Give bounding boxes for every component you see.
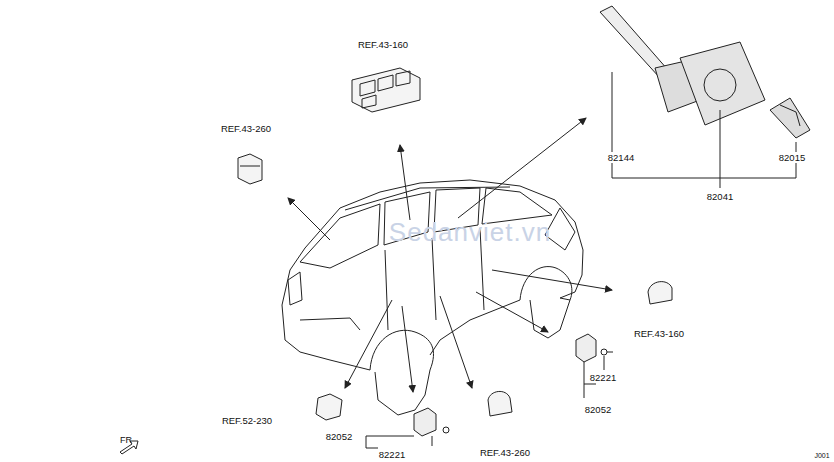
watermark: Sedanviet.vn [388,218,552,246]
part-number: 82221 [589,372,617,383]
part-number: 82052 [325,431,353,442]
ref-label: REF.43-260 [220,123,272,134]
part-number: 82041 [706,191,734,202]
direction-label: FR [119,435,133,446]
part-number: 82221 [378,449,406,460]
ref-label: REF.43-260 [479,447,531,458]
part-number: 82052 [584,404,612,415]
diagram-code: J001 [813,450,830,461]
ref-label: REF.43-160 [357,39,409,50]
ref-label: REF.43-160 [633,328,685,339]
part-number: 82015 [778,152,806,163]
ref-label: REF.52-230 [221,415,273,426]
part-number: 82144 [607,152,635,163]
